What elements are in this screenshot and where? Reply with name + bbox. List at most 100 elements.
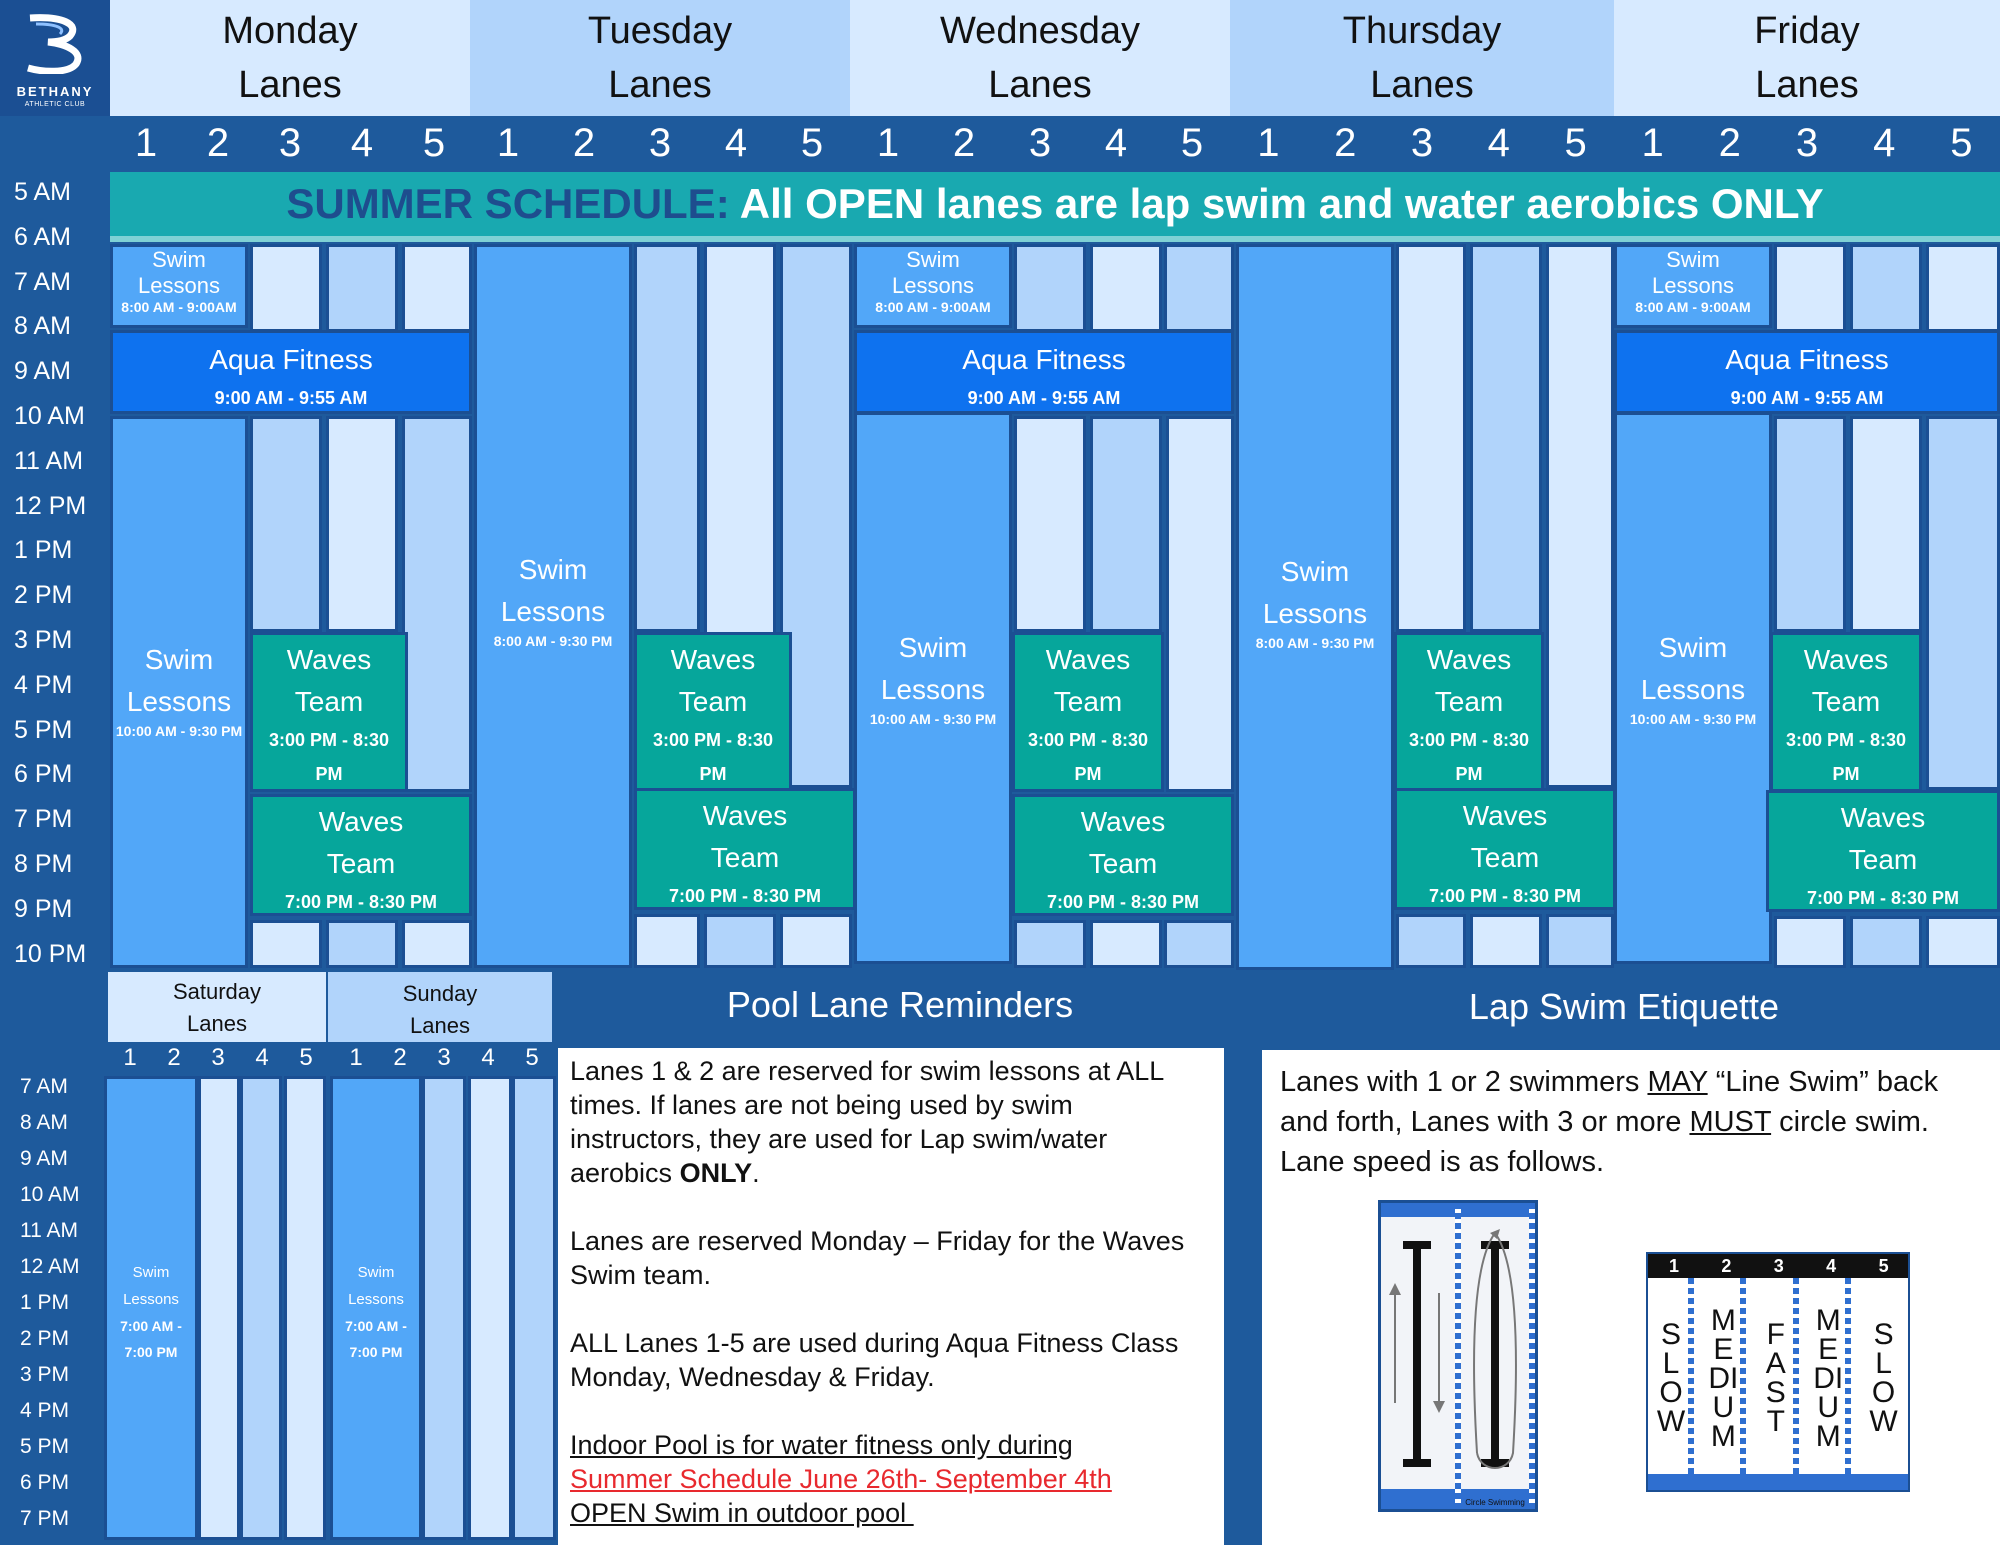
time-label: 2 PM xyxy=(14,581,73,610)
lane-number: 5 xyxy=(299,1044,313,1071)
waves-team-block: Waves Team 3:00 PM - 8:30 PM xyxy=(250,632,408,792)
swim-lessons-block: Swim Lessons 10:00 AM - 9:30 PM xyxy=(1614,412,1772,964)
lane-number: 4 xyxy=(724,121,748,165)
reminder-paragraph: Lanes 1 & 2 are reserved for swim lesson… xyxy=(570,1054,1212,1190)
day-header-wednesday: Wednesday Lanes xyxy=(850,0,1230,116)
block-time: 3:00 PM - 8:30 xyxy=(268,730,390,750)
block-time: 7:00 PM - 8:30 PM xyxy=(1806,888,1960,908)
open-lane-cell xyxy=(1470,244,1542,632)
swim-lessons-block: Swim Lessons 8:00 AM - 9:00AM xyxy=(854,244,1012,328)
open-lane-cell xyxy=(1396,914,1466,968)
speed-lane-number: 4 xyxy=(1826,1256,1837,1276)
lane-number: 5 xyxy=(1180,121,1204,165)
lane-number: 4 xyxy=(481,1044,495,1071)
speed-label: SLOW xyxy=(1869,1318,1898,1438)
swim-lessons-block: Swim Lessons 8:00 AM - 9:00AM xyxy=(1614,244,1772,328)
lane-end-wall xyxy=(1648,1474,1908,1490)
day-header-tuesday: Tuesday Lanes xyxy=(470,0,850,116)
lane-number: 1 xyxy=(876,121,900,165)
etiquette-text-part: Lanes with 1 or 2 swimmers xyxy=(1280,1066,1648,1098)
time-label: 4 PM xyxy=(14,670,73,699)
lane-number: 2 xyxy=(1334,121,1357,165)
speed-lane: MEDIUM xyxy=(1700,1278,1753,1478)
lane-number: 1 xyxy=(1641,121,1664,165)
lane-number: 5 xyxy=(1950,121,1973,165)
lane-number: 1 xyxy=(134,121,158,165)
reminder-paragraph: Indoor Pool is for water fitness only du… xyxy=(570,1428,1212,1530)
open-lane-cell xyxy=(402,416,472,792)
time-label: 9 AM xyxy=(20,1147,68,1170)
block-time: 9:00 AM - 9:55 AM xyxy=(967,388,1121,408)
block-title: Swim xyxy=(1666,247,1720,272)
block-title: Lessons xyxy=(348,1291,404,1308)
open-lane-cell xyxy=(1926,244,2000,332)
time-label: 7 PM xyxy=(14,805,73,834)
time-label: 1 PM xyxy=(20,1291,70,1314)
logo: BETHANY ATHLETIC CLUB xyxy=(0,0,110,116)
open-lane-cell xyxy=(284,1076,326,1540)
open-lane-cell xyxy=(402,244,472,332)
banner-prefix: SUMMER SCHEDULE: xyxy=(286,180,730,227)
reminder-text: Indoor Pool is for water fitness only du… xyxy=(570,1430,1073,1460)
block-title: Team xyxy=(294,686,364,717)
block-title: Waves xyxy=(1462,800,1548,831)
lane-number: 2 xyxy=(572,121,596,165)
time-label: 6 PM xyxy=(20,1471,70,1494)
day-lanes-label: Lanes xyxy=(410,1013,470,1038)
time-label: 7 PM xyxy=(20,1507,70,1530)
reminders-title: Pool Lane Reminders xyxy=(726,984,1074,1025)
etiquette-title: Lap Swim Etiquette xyxy=(1468,986,1780,1027)
day-lanes-label: Lanes xyxy=(1370,64,1474,106)
speed-label: MEDIUM xyxy=(1708,1303,1739,1453)
open-lane-cell xyxy=(250,416,322,632)
block-time: 8:00 AM - 9:30 PM xyxy=(1255,635,1375,651)
block-time: 9:00 AM - 9:55 AM xyxy=(214,388,368,408)
reminder-bold: ONLY xyxy=(679,1158,753,1188)
day-name: Tuesday xyxy=(587,10,733,52)
logo-subtitle: ATHLETIC CLUB xyxy=(24,101,86,108)
open-lane-cell xyxy=(1164,244,1234,332)
block-title: Swim xyxy=(132,1264,170,1281)
time-label: 1 PM xyxy=(14,536,73,565)
time-label: 10 PM xyxy=(14,939,87,968)
lane-number: 3 xyxy=(437,1044,451,1071)
time-label: 4 PM xyxy=(20,1399,70,1422)
etiquette-emphasis: MUST xyxy=(1689,1106,1772,1138)
speed-lane-number: 3 xyxy=(1773,1256,1784,1276)
time-label: 3 PM xyxy=(20,1363,70,1386)
open-lane-cell xyxy=(634,914,700,968)
open-lane-cell xyxy=(250,244,322,332)
block-time: 8:00 AM - 9:00AM xyxy=(121,299,237,315)
day-header-sunday: Sunday Lanes xyxy=(328,972,552,1042)
lane-number: 5 xyxy=(800,121,824,165)
reminder-paragraph: ALL Lanes 1-5 are used during Aqua Fitne… xyxy=(570,1328,1179,1392)
block-title: Swim xyxy=(357,1264,395,1281)
time-label: 5 AM xyxy=(14,178,71,206)
day-header-thursday: Thursday Lanes xyxy=(1230,0,1614,116)
block-title: Team xyxy=(710,842,780,873)
reminder-text: . xyxy=(752,1158,760,1188)
open-lane-cell xyxy=(1926,916,2000,968)
day-header-saturday: Saturday Lanes xyxy=(108,972,326,1042)
waves-team-block: Waves Team 3:00 PM - 8:30 PM xyxy=(1394,632,1544,792)
open-lane-cell xyxy=(250,920,322,968)
time-label: 6 PM xyxy=(14,760,73,789)
block-title: Team xyxy=(1434,686,1504,717)
lane-number: 4 xyxy=(255,1044,269,1071)
waves-team-block: Waves Team 7:00 PM - 8:30 PM xyxy=(1012,794,1234,916)
lane-rope xyxy=(1455,1203,1461,1509)
time-label: 11 AM xyxy=(20,1219,78,1242)
lane-number: 3 xyxy=(1795,121,1819,165)
time-label: 8 PM xyxy=(14,850,73,878)
aqua-fitness-block: Aqua Fitness 9:00 AM - 9:55 AM xyxy=(854,330,1234,414)
block-title: Waves xyxy=(1840,802,1926,833)
lane-number: 2 xyxy=(206,121,230,165)
time-label: 9 PM xyxy=(14,894,73,923)
block-title: Waves xyxy=(1045,644,1131,675)
lane-number: 2 xyxy=(1718,121,1741,165)
open-lane-cell xyxy=(326,920,398,968)
lane-number: 2 xyxy=(952,121,976,165)
